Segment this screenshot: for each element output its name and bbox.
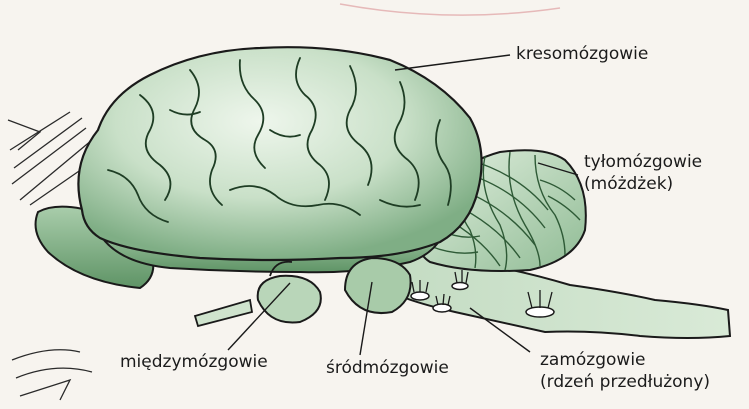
label-kresomozgowie: kresomózgowie (516, 44, 648, 65)
label-zamozgowie: zamózgowie (540, 350, 646, 371)
medulla-shape (395, 256, 730, 338)
optic-nerve (195, 300, 252, 326)
midbrain-shape (345, 258, 411, 313)
label-srodmozgowie: śródmózgowie (326, 358, 449, 379)
background-arc (340, 4, 560, 15)
leader-kresomozgowie (395, 55, 510, 70)
label-mozdzek: (móżdżek) (584, 174, 673, 195)
cerebrum-shape (78, 47, 481, 260)
label-miedzymozgowie: międzymózgowie (120, 352, 268, 373)
label-rdzen-przedluzony: (rdzeń przedłużony) (540, 372, 710, 393)
label-tylomozgowie: tyłomózgowie (584, 152, 702, 173)
